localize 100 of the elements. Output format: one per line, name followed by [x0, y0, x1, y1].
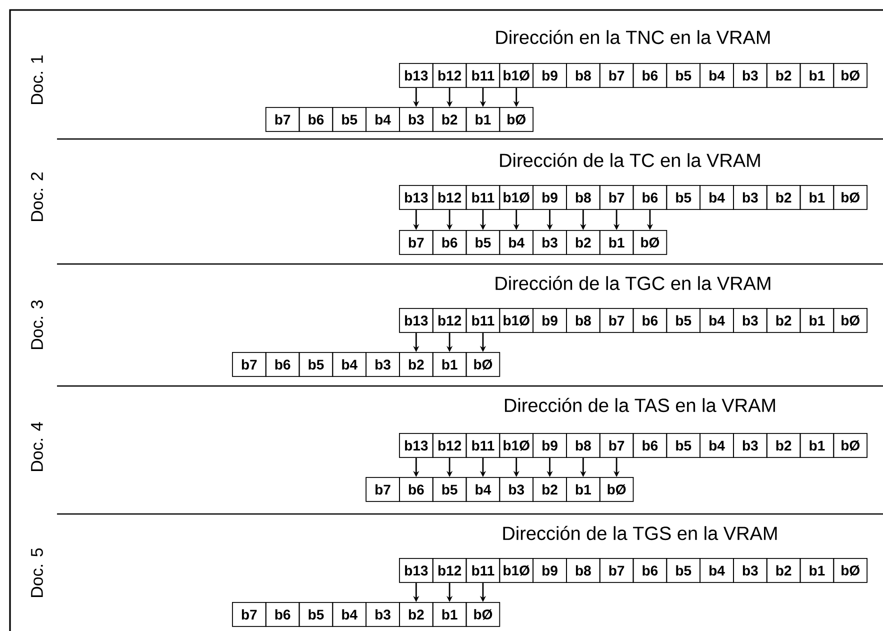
- register-cell: b11: [466, 308, 500, 333]
- register-cell: b1Ø: [499, 185, 534, 210]
- register-cell: b5: [466, 230, 500, 255]
- register-cell: b6: [298, 107, 334, 132]
- register-cell: b8: [566, 63, 600, 88]
- panel-title: Dirección en la TNC en la VRAM: [496, 30, 770, 44]
- register-cell: b4: [332, 602, 366, 627]
- register-cell: b1: [466, 107, 500, 132]
- register-cell: b9: [532, 558, 567, 583]
- register-cell: b6: [265, 602, 300, 627]
- register-cell: b2: [566, 230, 600, 255]
- register-cell: b12: [432, 558, 467, 583]
- register-cell: b13: [399, 433, 434, 458]
- register-cell: b3: [733, 433, 768, 458]
- register-cell: b11: [466, 558, 500, 583]
- register-cell: b1: [800, 185, 834, 210]
- register-cell: b5: [332, 107, 366, 132]
- register-cell: b5: [666, 433, 700, 458]
- register-cell: bØ: [632, 230, 668, 255]
- register-cell: b2: [532, 477, 567, 502]
- side-label: Doc. 4: [31, 422, 43, 471]
- register-cell: b7: [232, 352, 266, 377]
- register-cell: b7: [599, 63, 634, 88]
- side-label: Doc. 5: [31, 548, 43, 597]
- register-cell: b8: [566, 558, 600, 583]
- register-cell: b4: [700, 63, 734, 88]
- register-cell: b11: [466, 63, 500, 88]
- register-cell: b13: [399, 558, 434, 583]
- register-cell: b8: [566, 308, 600, 333]
- register-cell: bØ: [466, 602, 500, 627]
- register-cell: b3: [733, 185, 768, 210]
- register-cell: bØ: [833, 63, 868, 88]
- register-cell: b1: [566, 477, 600, 502]
- register-cell: b7: [599, 185, 634, 210]
- register-cell: b9: [532, 185, 567, 210]
- panel-title: Dirección de la TGS en la VRAM: [503, 526, 777, 540]
- register-cell: b1: [800, 433, 834, 458]
- register-cell: b1: [432, 602, 467, 627]
- register-cell: b5: [298, 602, 334, 627]
- register-cell: b1Ø: [499, 558, 534, 583]
- panel-title: Dirección de la TC en la VRAM: [500, 152, 760, 168]
- register-cell: b4: [466, 477, 500, 502]
- register-cell: b5: [432, 477, 467, 502]
- register-cell: b3: [399, 107, 434, 132]
- register-cell: b7: [599, 433, 634, 458]
- register-cell: b12: [432, 308, 467, 333]
- register-cell: b4: [700, 308, 734, 333]
- register-cell: b1: [800, 63, 834, 88]
- register-cell: b5: [666, 63, 700, 88]
- register-cell: b2: [766, 63, 801, 88]
- register-cell: b12: [432, 63, 467, 88]
- register-cell: b4: [700, 433, 734, 458]
- side-label: Doc. 1: [31, 55, 43, 104]
- register-cell: b7: [232, 602, 266, 627]
- register-cell: b12: [432, 433, 467, 458]
- panel-title: Dirección de la TGC en la VRAM: [496, 276, 770, 290]
- register-cell: b7: [599, 308, 634, 333]
- register-cell: bØ: [466, 352, 500, 377]
- register-cell: bØ: [499, 107, 534, 132]
- register-cell: b7: [265, 107, 300, 132]
- register-cell: b6: [399, 477, 434, 502]
- register-cell: bØ: [833, 308, 868, 333]
- register-cell: b6: [632, 558, 668, 583]
- register-cell: b6: [432, 230, 467, 255]
- register-cell: b6: [632, 308, 668, 333]
- register-cell: b6: [632, 185, 668, 210]
- register-cell: b4: [700, 185, 734, 210]
- register-cell: b2: [399, 352, 434, 377]
- register-cell: b3: [366, 352, 400, 377]
- register-cell: b4: [366, 107, 400, 132]
- register-cell: b5: [666, 185, 700, 210]
- register-cell: bØ: [833, 433, 868, 458]
- register-cell: b5: [666, 558, 700, 583]
- register-cell: b2: [766, 558, 801, 583]
- register-cell: b5: [298, 352, 334, 377]
- register-cell: b7: [366, 477, 400, 502]
- register-cell: b1: [800, 308, 834, 333]
- register-cell: b3: [733, 308, 768, 333]
- register-cell: b3: [733, 63, 768, 88]
- register-cell: b2: [766, 308, 801, 333]
- register-cell: b9: [532, 63, 567, 88]
- register-cell: b2: [766, 433, 801, 458]
- register-cell: b1: [800, 558, 834, 583]
- register-cell: b9: [532, 308, 567, 333]
- register-cell: b5: [666, 308, 700, 333]
- register-cell: b3: [366, 602, 400, 627]
- register-cell: b9: [532, 433, 567, 458]
- register-cell: b7: [399, 230, 434, 255]
- register-cell: b1Ø: [499, 433, 534, 458]
- register-cell: b2: [399, 602, 434, 627]
- panel-title: Dirección de la TAS en la VRAM: [504, 398, 775, 412]
- register-cell: b13: [399, 308, 434, 333]
- register-cell: b4: [700, 558, 734, 583]
- side-label: Doc. 3: [31, 300, 44, 349]
- register-cell: b3: [733, 558, 768, 583]
- register-cell: b8: [566, 185, 600, 210]
- register-cell: b1Ø: [499, 308, 534, 333]
- register-cell: b3: [499, 477, 534, 502]
- register-cell: b7: [599, 558, 634, 583]
- register-cell: bØ: [599, 477, 634, 502]
